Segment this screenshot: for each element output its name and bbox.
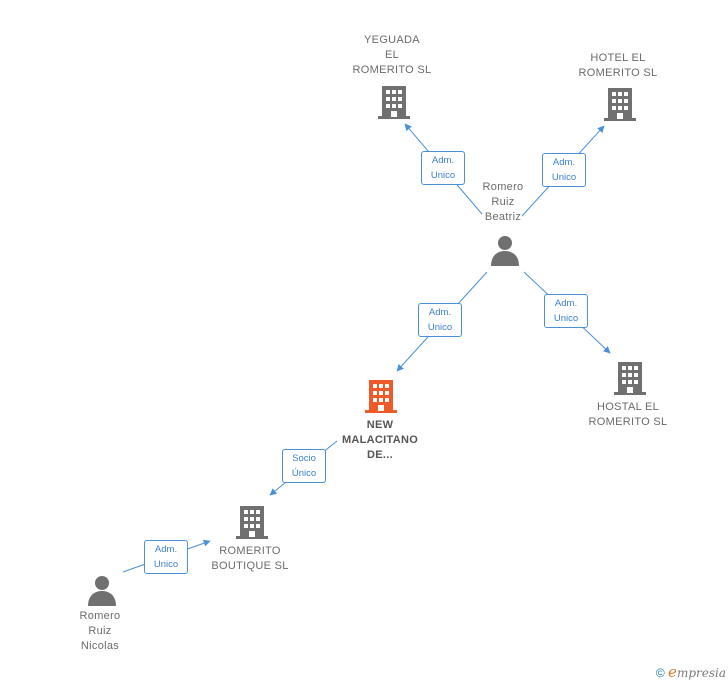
edge-label-beatriz-hotel[interactable]: Adm. Unico xyxy=(542,153,586,187)
edge-label-nicolas-boutique[interactable]: Adm. Unico xyxy=(144,540,188,574)
node-label-hostal: HOSTAL EL ROMERITO SL xyxy=(588,401,668,428)
building-icon xyxy=(378,86,410,119)
node-label-new-malacitano: NEW MALACITANO DE... xyxy=(341,419,419,461)
copyright-icon: © xyxy=(655,666,665,680)
node-label-hotel: HOTEL EL ROMERITO SL xyxy=(578,52,658,79)
node-label-beatriz: Romero Ruiz Beatriz xyxy=(482,181,524,223)
footer-brand: © empresia xyxy=(656,663,726,681)
edge-label-beatriz-hostal[interactable]: Adm. Unico xyxy=(544,294,588,328)
building-icon xyxy=(614,362,646,395)
node-label-yeguada: YEGUADA EL ROMERITO SL xyxy=(352,34,432,76)
edge-label-new-boutique[interactable]: Socio Único xyxy=(282,449,326,483)
brand-name: mpresia xyxy=(676,666,726,680)
edge-label-beatriz-new[interactable]: Adm. Unico xyxy=(418,303,462,337)
building-icon xyxy=(604,88,636,121)
node-label-boutique: ROMERITO BOUTIQUE SL xyxy=(211,545,289,572)
building-icon xyxy=(365,380,397,413)
building-icon xyxy=(236,506,268,539)
person-icon xyxy=(491,236,519,266)
brand-initial: e xyxy=(668,663,677,681)
node-label-nicolas: Romero Ruiz Nicolas xyxy=(79,610,121,652)
edge-label-beatriz-yeguada[interactable]: Adm. Unico xyxy=(421,151,465,185)
person-icon xyxy=(88,576,116,606)
